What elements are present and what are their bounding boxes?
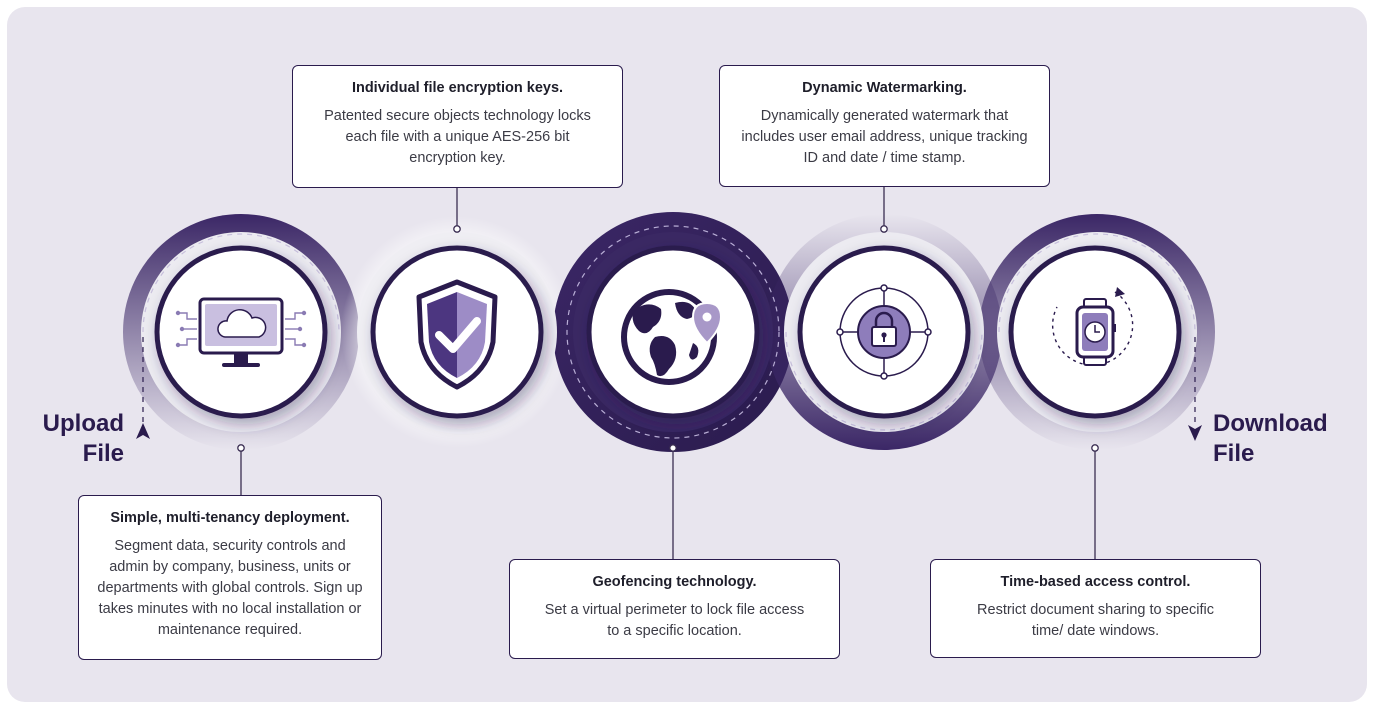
callout-title: Geofencing technology. <box>592 574 757 590</box>
callout-multi-tenancy: Simple, multi-tenancy deployment. Segmen… <box>78 495 382 660</box>
connector-5-dot <box>1091 444 1099 452</box>
callout-title: Simple, multi-tenancy deployment. <box>110 510 350 526</box>
lock-target-icon <box>836 284 932 380</box>
upload-file-label: Upload File <box>42 410 124 467</box>
connector-2-dot <box>453 225 461 233</box>
cloud-computer-icon <box>175 297 307 367</box>
callout-encryption-keys: Individual file encryption keys. Patente… <box>292 65 623 188</box>
orbit-3 <box>566 225 780 439</box>
orbit-5 <box>998 233 1196 333</box>
diagram-panel: Upload File Download File Simple, multi-… <box>7 7 1367 702</box>
callout-geofencing: Geofencing technology. Set a virtual per… <box>509 559 840 659</box>
connector-4-dot <box>880 225 888 233</box>
callout-body: Segment data, security controls and admi… <box>97 538 363 638</box>
connector-1-dot <box>237 444 245 452</box>
callout-title: Time-based access control. <box>1000 574 1191 590</box>
orbit-1 <box>142 233 340 333</box>
connector-3-dot <box>669 444 677 452</box>
dashed-orbits <box>142 225 1196 439</box>
download-file-label: Download File <box>1213 410 1328 467</box>
connectors <box>237 187 1099 559</box>
orbit-4 <box>785 331 983 431</box>
callout-time-based-access: Time-based access control. Restrict docu… <box>930 559 1261 658</box>
callout-watermarking: Dynamic Watermarking. Dynamically genera… <box>719 65 1050 187</box>
upload-arrow-icon <box>136 423 150 439</box>
globe-pin-icon <box>621 289 723 385</box>
smartwatch-clock-icon <box>1051 287 1134 366</box>
flow-arrows <box>136 337 1202 441</box>
callout-body: Dynamically generated watermark that inc… <box>741 108 1028 166</box>
callout-title: Individual file encryption keys. <box>351 80 564 96</box>
callout-body: Set a virtual perimeter to lock file acc… <box>544 602 805 639</box>
shield-check-icon <box>416 279 498 390</box>
callout-body: Restrict document sharing to specific ti… <box>977 602 1214 639</box>
download-arrow-icon <box>1188 425 1202 441</box>
callout-body: Patented secure objects technology locks… <box>324 108 591 166</box>
callout-title: Dynamic Watermarking. <box>802 80 967 96</box>
process-diagram <box>123 187 1215 559</box>
